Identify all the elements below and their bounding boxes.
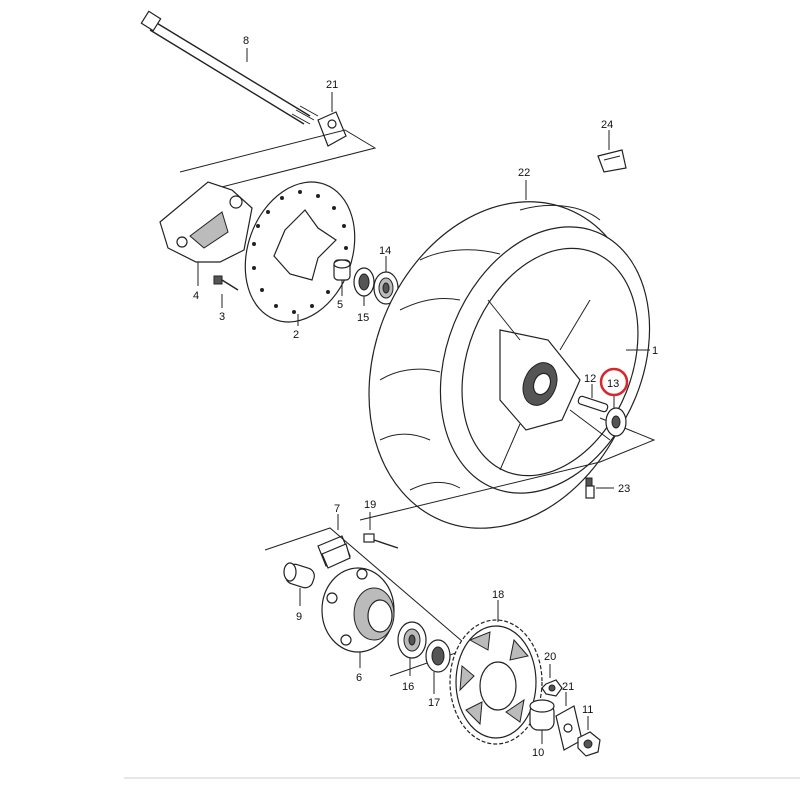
label-19: 19 [364,499,376,511]
highlight-circle-13[interactable] [599,367,629,397]
label-6: 6 [356,672,362,684]
bearing-16[interactable] [397,621,427,659]
clip[interactable] [597,149,627,173]
wheel-tire-assembly[interactable] [322,161,689,570]
axle-plate-lower[interactable] [555,705,583,751]
tire-valve[interactable] [585,477,595,499]
label-9: 9 [296,611,302,623]
label-18: 18 [492,589,504,601]
bearing-13[interactable] [605,407,627,437]
hub-bolt[interactable] [363,533,399,549]
assembly-plane-wheel [359,417,656,521]
label-3: 3 [219,311,225,323]
label-21a: 21 [326,79,338,91]
label-22: 22 [518,167,530,179]
sprocket-carrier[interactable] [321,567,395,653]
brake-disc[interactable] [227,167,374,338]
label-1: 1 [652,345,658,357]
damper-cushion[interactable] [317,535,351,569]
label-23: 23 [618,483,630,495]
label-2: 2 [293,329,299,341]
label-4: 4 [193,290,199,302]
label-7: 7 [334,503,340,515]
caliper-bracket[interactable] [159,181,253,263]
label-13: 13 [607,378,619,390]
label-12: 12 [584,373,596,385]
axle-nut[interactable] [577,731,601,757]
label-8: 8 [243,35,249,47]
oil-seal[interactable] [353,267,375,297]
label-15: 15 [357,312,369,324]
sprocket-nut[interactable] [541,679,563,697]
spacer-collar[interactable] [529,699,555,731]
assembly-plane-top [179,129,377,191]
label-10: 10 [532,747,544,759]
label-5: 5 [337,299,343,311]
label-14: 14 [379,245,391,257]
distance-collar[interactable] [577,395,609,413]
axle-plate[interactable] [317,111,347,147]
label-17: 17 [428,697,440,709]
spacer[interactable] [333,259,351,281]
oil-seal-17[interactable] [425,639,451,673]
label-20: 20 [544,651,556,663]
sleeve[interactable] [283,562,317,590]
label-24: 24 [601,119,613,131]
axle[interactable] [140,10,319,125]
label-21b: 21 [562,681,574,693]
label-11: 11 [582,704,593,716]
label-16: 16 [402,681,414,693]
bolt[interactable] [213,275,239,291]
rear-sprocket[interactable] [449,619,543,745]
